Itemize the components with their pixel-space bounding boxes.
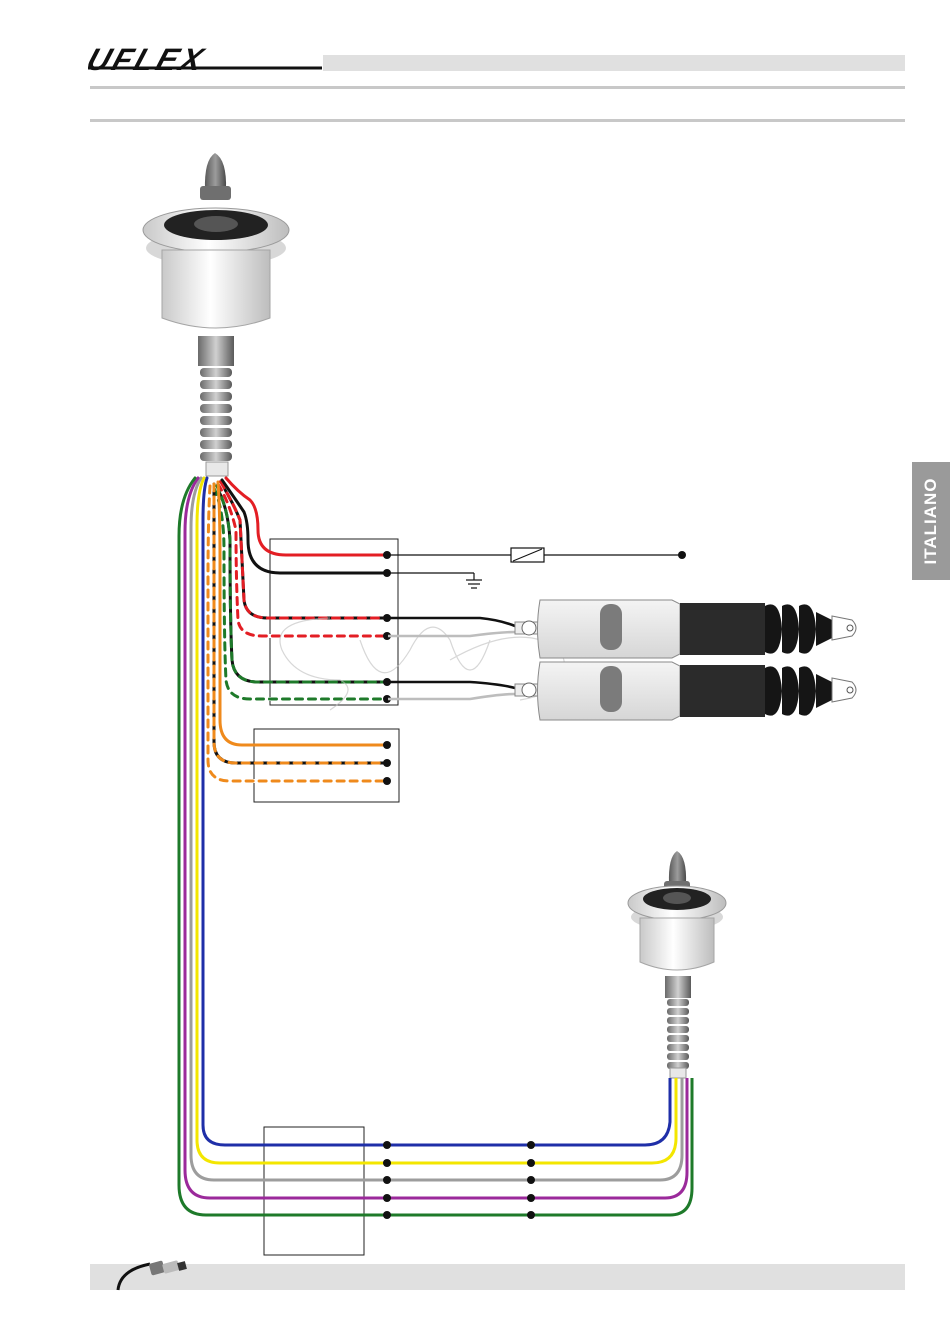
language-tab-label: ITALIANO xyxy=(921,477,941,564)
header-bar xyxy=(88,55,905,122)
terminal-dots xyxy=(383,551,391,785)
main-cable-wires xyxy=(179,478,388,1215)
joystick-control-small xyxy=(628,851,726,1078)
actuator xyxy=(515,600,856,658)
footer-bar xyxy=(90,1264,905,1290)
joystick-control xyxy=(143,153,289,476)
terminal-box-orange xyxy=(254,729,399,802)
power-supply-line xyxy=(388,548,686,588)
fuse-symbol xyxy=(511,548,544,562)
bus-cable-wires xyxy=(388,1078,692,1215)
ground-symbol xyxy=(466,573,482,588)
actuator xyxy=(515,662,856,720)
language-tab[interactable]: ITALIANO xyxy=(912,462,950,580)
